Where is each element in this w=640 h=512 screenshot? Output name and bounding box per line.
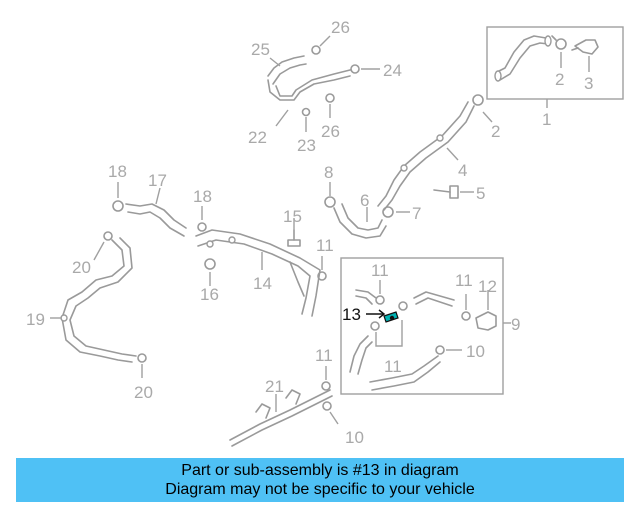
assembly-box-1 [486, 26, 624, 100]
pipe-part-4 [377, 101, 475, 211]
callout-11-bottom: 11 [315, 346, 333, 365]
clamp-part-7 [382, 206, 394, 218]
leader-box-bracket [375, 320, 403, 347]
callout-11-box-right: 11 [455, 271, 473, 290]
callout-26-upper: 26 [331, 18, 350, 37]
callout-17: 17 [148, 171, 167, 190]
clamp-part-26-upper [311, 45, 321, 55]
clamp-part-11-box-right [461, 311, 471, 321]
callout-18-right: 18 [193, 187, 212, 206]
hose-box-upper [413, 291, 455, 307]
hose-part-6 [333, 203, 387, 239]
hose-part-19 [60, 237, 137, 363]
assembly-box-9 [340, 257, 504, 395]
callout-20-upper: 20 [72, 258, 91, 277]
info-banner: Part or sub-assembly is #13 in diagram D… [16, 458, 624, 502]
clamp-part-20-upper [103, 231, 113, 241]
callout-7: 7 [412, 204, 421, 223]
callout-14: 14 [253, 274, 272, 293]
callout-8: 8 [324, 163, 333, 182]
clamp-part-24 [350, 64, 360, 74]
clamp-part-2-lower [472, 94, 484, 106]
clamp-part-11-box-left [375, 295, 385, 305]
clamp-part-10-box [435, 345, 445, 355]
clamp-part-20-lower [137, 353, 147, 363]
nut-part-16 [204, 258, 216, 270]
hose-part-11-box-bottom [369, 355, 441, 391]
callout-11-mid: 11 [316, 236, 334, 255]
callout-13-highlighted: 13 [342, 305, 361, 324]
clamp-part-23 [301, 107, 311, 117]
leader-22 [275, 109, 289, 127]
clamp-part-2-upper [551, 35, 567, 50]
fitting-part-13 [383, 311, 399, 323]
callout-24: 24 [383, 61, 402, 80]
connector-part-3 [571, 39, 599, 55]
clamp-part-18-right [197, 222, 207, 232]
bolt-part-15 [287, 229, 301, 247]
leader-2-lower [482, 111, 493, 123]
bracket-part-14 [195, 229, 321, 317]
clamp-box-lower-left [370, 321, 380, 331]
banner-line-disclaimer: Diagram may not be specific to your vehi… [165, 481, 475, 498]
callout-1: 1 [542, 110, 551, 129]
hose-part-11-box-top [355, 289, 377, 305]
hose-part-25 [267, 55, 351, 101]
clamp-part-26-lower [325, 93, 335, 103]
hose-box-lower-left [349, 335, 373, 375]
clamp-part-11-mid [317, 271, 327, 281]
callout-12: 12 [478, 277, 497, 296]
callout-2-upper: 2 [555, 70, 564, 89]
clamp-part-10-bottom [322, 401, 332, 411]
callout-22: 22 [248, 128, 267, 147]
banner-line-part-number: Part or sub-assembly is #13 in diagram [181, 462, 459, 479]
callout-23: 23 [297, 136, 316, 155]
clamp-part-11-bottom [321, 381, 331, 391]
clamp-part-8 [324, 196, 336, 208]
leader-13-arrowhead [378, 309, 386, 319]
clamp-box-upper [398, 301, 408, 311]
callout-16: 16 [200, 285, 219, 304]
leader-25 [269, 57, 281, 67]
leader-10-bottom [329, 411, 339, 425]
callout-10-box: 10 [466, 342, 485, 361]
leader-17 [155, 187, 161, 205]
callout-4: 4 [458, 161, 467, 180]
hose-part-1 [494, 35, 552, 82]
callout-15: 15 [283, 207, 302, 226]
hose-part-17 [125, 203, 187, 237]
pipe-part-21 [229, 389, 333, 447]
bolt-part-5 [433, 185, 459, 199]
callout-10-bottom: 10 [345, 428, 364, 447]
callout-21: 21 [265, 377, 284, 396]
callout-6: 6 [360, 191, 369, 210]
callout-3: 3 [584, 74, 593, 93]
connector-part-12 [475, 311, 497, 331]
callout-11-box-bottom: 11 [384, 357, 402, 376]
callout-18-left: 18 [108, 162, 127, 181]
callout-9: 9 [511, 315, 520, 334]
callout-20-lower: 20 [134, 383, 153, 402]
leader-4 [446, 147, 459, 161]
callout-2-lower: 2 [491, 122, 500, 141]
clamp-part-18-left [112, 200, 124, 212]
callout-5: 5 [476, 184, 485, 203]
callout-19: 19 [26, 310, 45, 329]
callout-11-box-left: 11 [371, 261, 389, 280]
callout-26-lower: 26 [321, 122, 340, 141]
leader-20-upper [93, 241, 105, 261]
leader-26-upper [319, 35, 331, 47]
callout-25: 25 [251, 40, 270, 59]
